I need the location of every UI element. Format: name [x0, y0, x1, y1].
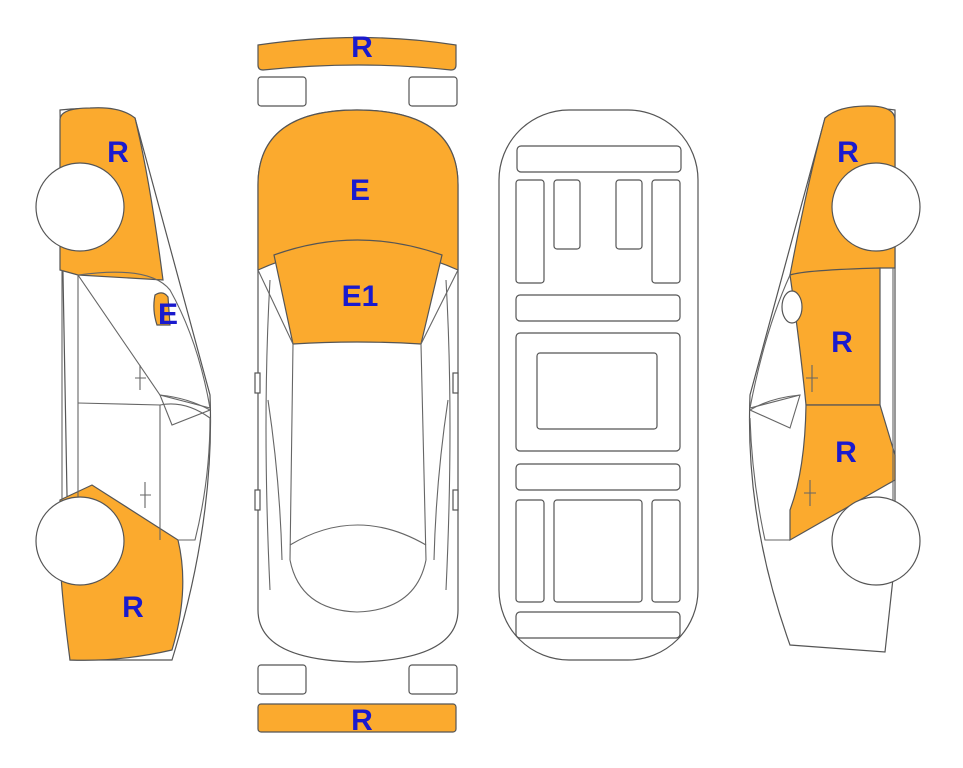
top-side-right: [445, 279, 451, 591]
left-mirror: [159, 394, 212, 426]
right-front-door[interactable]: [789, 404, 896, 542]
left-window: [77, 271, 211, 409]
rear-bumper[interactable]: [257, 703, 457, 733]
front-lamp-right: [408, 76, 458, 107]
interior-rear-left-panel: [515, 499, 545, 603]
windshield-label: E1: [342, 280, 379, 313]
front-bumper-label: R: [351, 31, 373, 64]
windshield[interactable]: [273, 239, 443, 345]
left-c-pillar-label: E: [158, 298, 178, 331]
left-rear-fender-label: R: [107, 136, 129, 169]
interior-front-seat-right: [615, 179, 643, 250]
left-front-pillar: [159, 403, 211, 541]
right-fuel-cap: [781, 290, 803, 324]
left-side-view: R E R: [35, 107, 212, 661]
interior-front-left-panel: [515, 179, 545, 284]
left-rear-wheel: [35, 162, 125, 252]
interior-view: [498, 109, 699, 661]
interior-front-seat-left: [553, 179, 581, 250]
interior-rear-seat: [553, 499, 643, 603]
top-view: R E E1 R: [254, 31, 459, 737]
front-lamp-left: [257, 76, 307, 107]
right-front-wheel: [831, 496, 921, 586]
top-door-line-right: [433, 399, 449, 561]
interior-dash: [516, 145, 682, 173]
handle-right: [452, 489, 459, 511]
top-rear-window: [289, 559, 427, 613]
hood-label: E: [350, 174, 370, 207]
right-rear-fender-label: R: [837, 136, 859, 169]
top-door-line-left: [267, 399, 283, 561]
interior-rear-right-panel: [651, 499, 681, 603]
mirror-left: [254, 372, 261, 394]
right-front-pillar: [749, 417, 790, 541]
interior-bar-2: [515, 463, 681, 491]
left-handle-rear: [135, 365, 146, 390]
rear-lamp-right: [408, 664, 458, 695]
interior-bar-1: [515, 294, 681, 322]
top-roof-rear: [289, 524, 427, 546]
right-mirror: [748, 394, 801, 429]
interior-center-inner: [536, 352, 658, 430]
rear-lamp-left: [257, 664, 307, 695]
top-a-pillar-right: [420, 269, 459, 561]
right-rear-door-label: R: [831, 326, 853, 359]
right-front-door-label: R: [835, 436, 857, 469]
left-front-wheel: [35, 496, 125, 586]
interior-front-right-panel: [651, 179, 681, 284]
right-handle-rear: [806, 365, 818, 392]
right-handle-front: [804, 480, 816, 506]
rear-bumper-label: R: [351, 704, 373, 737]
top-side-left: [265, 279, 271, 591]
left-handle-front: [140, 482, 151, 508]
left-c-pillar[interactable]: [153, 292, 171, 326]
mirror-right: [452, 372, 459, 394]
front-bumper[interactable]: [257, 36, 457, 71]
right-side-view: R R R: [748, 105, 921, 653]
interior-trunk: [515, 611, 681, 639]
right-window: [749, 274, 801, 409]
handle-left: [254, 489, 261, 511]
right-rear-wheel: [831, 162, 921, 252]
left-front-fender-label: R: [122, 591, 144, 624]
